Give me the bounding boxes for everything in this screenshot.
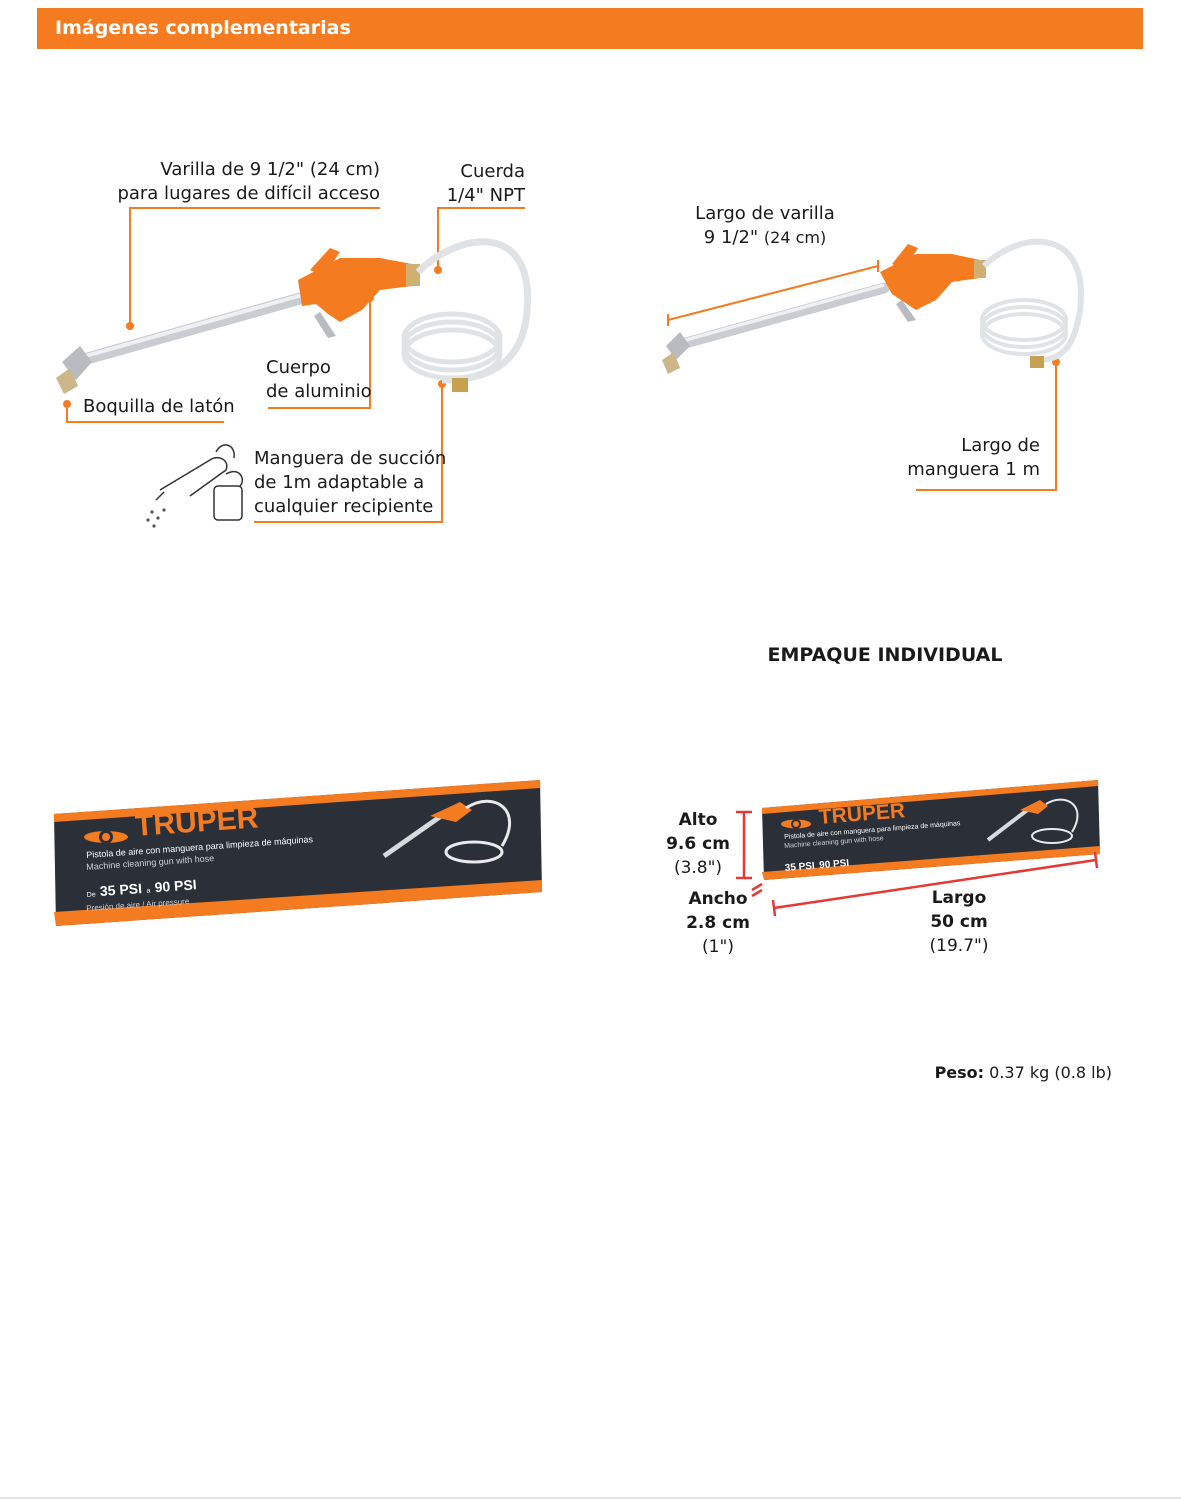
callout-thread-line1: Cuerda [460, 161, 525, 182]
callout-rod-length-value: 9 1/2" [703, 227, 759, 248]
dim-height-label: Alto [678, 810, 718, 830]
dim-width-label: Ancho [688, 889, 748, 909]
callout-rod-length-line2: 9 1/2" (24 cm) [680, 226, 850, 250]
dim-height: Alto 9.6 cm (3.8") [656, 808, 740, 880]
box-large-psi-from: 35 PSI [99, 880, 143, 900]
dim-length-label: Largo [931, 888, 987, 908]
callout-rod-length: Largo de varilla 9 1/2" (24 cm) [680, 202, 850, 250]
callout-hose-line3: cualquier recipiente [254, 496, 434, 517]
callout-nozzle: Boquilla de latón [83, 395, 235, 419]
box-large-psi-to: 90 PSI [154, 876, 198, 896]
dim-length-imperial: (19.7") [929, 936, 989, 956]
dim-width: Ancho 2.8 cm (1") [676, 887, 760, 959]
section-header: Imágenes complementarias [37, 8, 1143, 49]
dim-width-value: 2.8 cm [686, 913, 750, 933]
callout-body: Cuerpo de aluminio [266, 356, 372, 404]
bottom-divider [0, 1497, 1181, 1499]
callout-hose-line1: Manguera de succión [254, 448, 447, 469]
callout-rod-line2: para lugares de difícil acceso [117, 183, 380, 204]
package-weight: Peso: 0.37 kg (0.8 lb) [900, 1063, 1112, 1082]
dim-length-value: 50 cm [930, 912, 988, 932]
callout-nozzle-text: Boquilla de latón [83, 396, 235, 417]
package-box-large: TRUPER Pistola de aire con manguera para… [54, 780, 542, 926]
callout-rod-length-metric: (24 cm) [763, 228, 827, 247]
callout-hose-line2: de 1m adaptable a [254, 472, 425, 493]
callout-hose: Manguera de succión de 1m adaptable a cu… [254, 447, 446, 519]
callout-rod: Varilla de 9 1/2" (24 cm) para lugares d… [110, 158, 380, 206]
packaging-title: EMPAQUE INDIVIDUAL [767, 644, 1003, 666]
callout-hose-length-line1: Largo de [961, 435, 1040, 456]
box-large-psi-from-prefix: De [86, 891, 96, 899]
callout-hose-length: Largo de manguera 1 m [900, 434, 1040, 482]
callout-thread: Cuerda 1/4" NPT [420, 160, 525, 208]
section-header-title: Imágenes complementarias [55, 17, 351, 39]
dimension-lines [736, 810, 1099, 917]
dim-height-imperial: (3.8") [673, 858, 723, 878]
callout-rod-line1: Varilla de 9 1/2" (24 cm) [160, 159, 380, 180]
package-box-large-shape [54, 780, 542, 926]
dim-height-value: 9.6 cm [666, 834, 730, 854]
dim-length: Largo 50 cm (19.7") [916, 886, 1002, 958]
package-weight-value: 0.37 kg (0.8 lb) [989, 1063, 1112, 1082]
box-large-psi-to-prefix: a [146, 887, 151, 895]
package-box-small-shape [762, 780, 1100, 880]
callout-body-line2: de aluminio [266, 381, 372, 402]
product-diagram-left [56, 207, 532, 528]
callout-thread-line2: 1/4" NPT [446, 185, 525, 206]
callout-hose-length-line2: manguera 1 m [907, 459, 1040, 480]
dim-width-imperial: (1") [702, 937, 734, 957]
callout-body-line1: Cuerpo [266, 357, 331, 378]
callout-rod-length-line1: Largo de varilla [695, 203, 835, 224]
package-box-small: TRUPER Pistola de aire con manguera para… [762, 780, 1100, 880]
product-diagram-right [662, 238, 1084, 491]
package-weight-label: Peso: [934, 1063, 985, 1082]
